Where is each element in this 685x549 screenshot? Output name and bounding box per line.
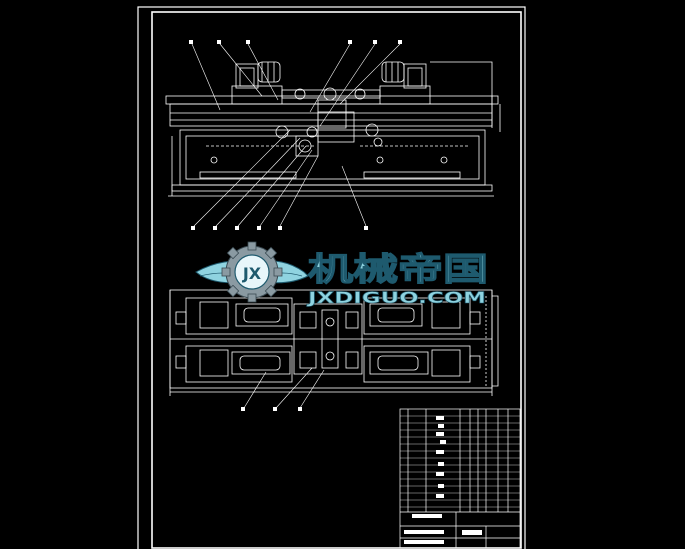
front-view <box>165 61 501 197</box>
sheet-frame <box>137 6 526 549</box>
plan-view <box>169 289 499 396</box>
front-view-labels <box>189 40 402 230</box>
title-block-rows <box>400 415 520 508</box>
watermark-title: 机械帝国 <box>308 250 488 288</box>
watermark-badge: JX <box>242 264 262 283</box>
watermark-logo: JX 机械帝国 JXDIGUO.COM <box>195 241 489 307</box>
front-view-leaders <box>191 43 401 227</box>
gear-icon: JX <box>221 241 283 303</box>
plan-view-labels <box>241 407 302 411</box>
title-block <box>399 408 521 549</box>
plan-view-leaders <box>243 367 325 409</box>
watermark-subtitle: JXDIGUO.COM <box>307 288 486 307</box>
title-block-fill <box>404 416 482 544</box>
